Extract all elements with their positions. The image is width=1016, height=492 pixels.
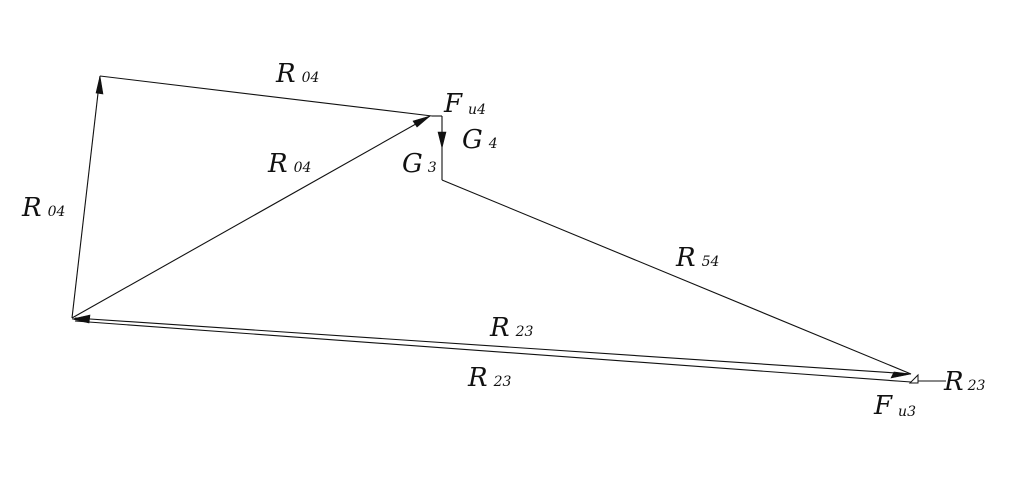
arrowhead-r04-left	[95, 75, 104, 95]
arrowhead-fu3	[908, 373, 919, 384]
arrowhead-r23	[71, 314, 91, 324]
arrowhead-g4	[437, 131, 447, 149]
vector-r54	[441, 179, 912, 375]
vector-r23-upper	[74, 317, 912, 375]
arrowhead-r04-diagonal	[412, 115, 431, 128]
vector-r23-lower	[74, 320, 912, 383]
vector-r04-diagonal	[71, 115, 431, 319]
vector-r04-top	[99, 75, 433, 117]
vector-r04-left	[71, 75, 101, 319]
arrowhead-r54	[890, 371, 912, 379]
